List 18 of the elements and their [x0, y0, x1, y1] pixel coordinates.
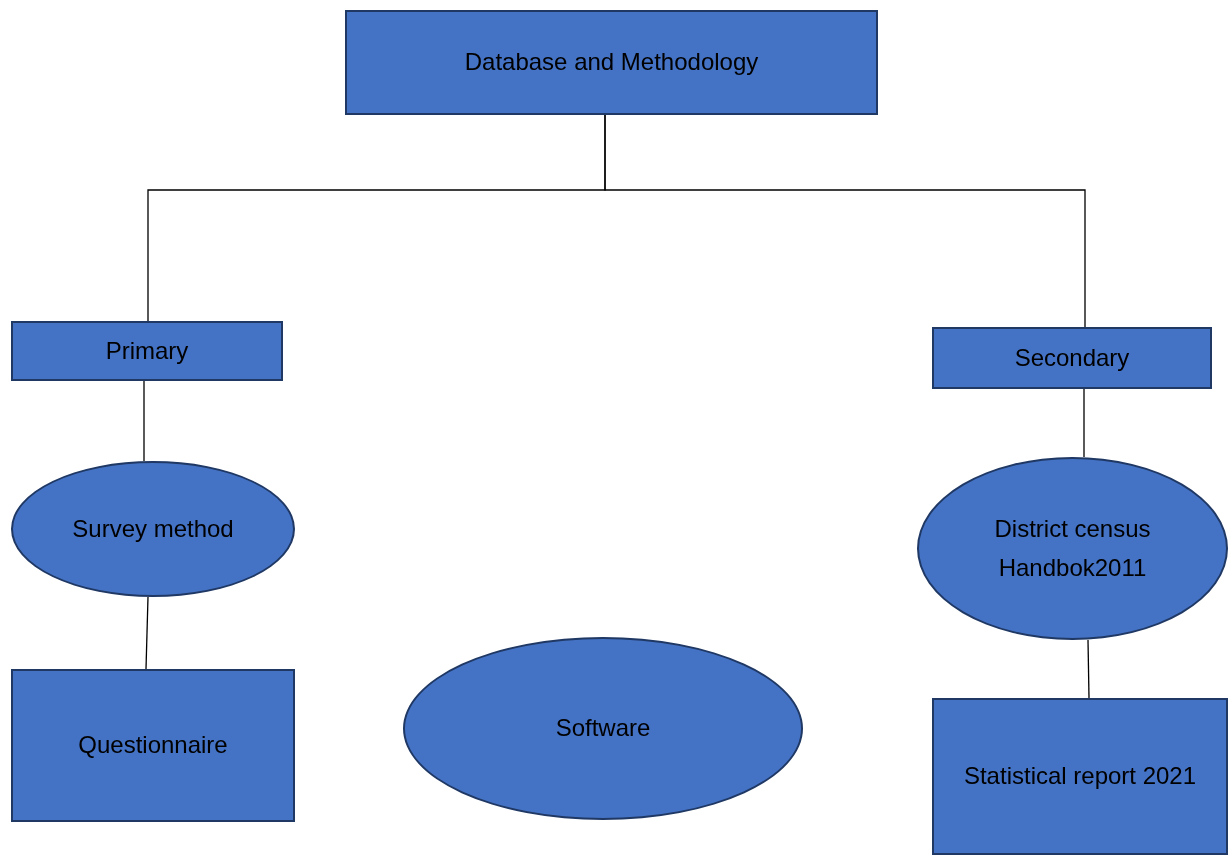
process-box — [11, 321, 283, 381]
node-label: Secondary — [1014, 342, 1130, 373]
connector-line — [1087, 639, 1090, 699]
process-box — [932, 327, 1212, 389]
process-box — [932, 698, 1228, 855]
node-label: Primary — [105, 335, 189, 366]
connector-line — [143, 380, 145, 462]
process-box — [11, 669, 295, 822]
process-box — [345, 10, 878, 115]
node-label: Survey method — [72, 513, 234, 544]
node-label: District census Handbok2011 — [993, 514, 1152, 583]
node-label: Statistical report 2021 — [963, 761, 1197, 792]
node-label: Questionnaire — [78, 730, 228, 761]
node-label: Software — [555, 713, 651, 744]
connector-line — [1083, 388, 1085, 458]
connector-line — [145, 596, 149, 670]
connector-line — [604, 114, 1086, 328]
node-label: Database and Methodology — [464, 47, 759, 78]
